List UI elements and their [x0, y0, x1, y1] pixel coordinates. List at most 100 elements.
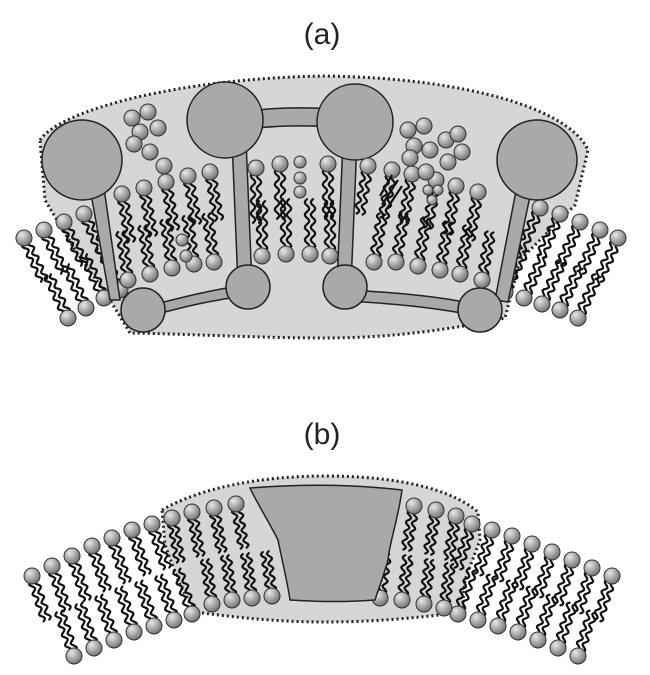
small-molecule	[149, 119, 167, 137]
panel-a-label: (a)	[303, 18, 341, 51]
panel-b-outer-lipids-right	[449, 515, 621, 665]
lipid-head	[35, 221, 53, 239]
lipid-tail	[581, 275, 602, 316]
lipid	[321, 200, 339, 265]
lipid-tail	[501, 581, 517, 624]
lipid-tail	[148, 528, 167, 571]
lipid-head	[531, 199, 549, 217]
lipid-tail	[154, 575, 173, 618]
lipid-tail	[407, 510, 419, 552]
lipid-head	[435, 599, 453, 617]
lipid-tail	[594, 240, 615, 281]
lipid-head	[609, 229, 627, 247]
lipid-tail	[279, 167, 287, 220]
lipid	[114, 585, 143, 641]
lipid	[35, 221, 69, 275]
lipid-tail	[323, 200, 331, 253]
lipid-head	[277, 245, 295, 263]
lipid	[354, 157, 377, 216]
lipid-tail	[397, 213, 410, 259]
lipid-head	[447, 507, 465, 525]
panel-a-knob-top-right	[316, 83, 394, 161]
lipid-head	[243, 589, 261, 607]
small-molecule	[123, 109, 141, 127]
lipid-tail	[249, 171, 257, 224]
lipid-head	[157, 173, 175, 191]
lipid	[453, 515, 481, 571]
lipid-tail	[113, 540, 132, 583]
lipid	[205, 499, 228, 554]
lipid-tail	[599, 580, 615, 623]
lipid-head	[125, 623, 143, 641]
panel-b-protein-plug	[248, 484, 403, 603]
lipid	[253, 200, 271, 265]
lipid-tail	[153, 526, 172, 569]
lipid-tail	[214, 511, 228, 553]
lipid	[277, 198, 295, 263]
lipid-tail	[435, 220, 448, 266]
lipid-head	[75, 205, 93, 223]
panel-a-knob-top-left	[186, 81, 264, 159]
lipid-head	[15, 229, 33, 247]
lipid-tail	[46, 232, 69, 273]
lipid-tail	[563, 267, 584, 308]
lipid	[473, 230, 496, 289]
lipid-tail	[475, 573, 491, 616]
lipid	[43, 273, 77, 327]
lipid-head	[319, 155, 337, 173]
lipid-head	[549, 639, 567, 657]
lipid-tail	[48, 570, 67, 613]
lipid-head	[603, 567, 621, 585]
lipid-tail	[579, 572, 595, 615]
lipid-head	[83, 537, 101, 555]
lipid	[442, 177, 465, 236]
lipid	[573, 559, 601, 615]
lipid-tail	[556, 224, 577, 265]
lipid	[271, 155, 289, 220]
lipid-head	[201, 163, 219, 181]
small-molecule	[139, 103, 157, 121]
lipid	[43, 557, 72, 613]
lipid	[61, 263, 95, 317]
lipid-head	[523, 535, 541, 553]
lipid-head	[359, 157, 377, 175]
lipid	[594, 229, 627, 283]
lipid-tail	[493, 538, 509, 581]
lipid-tail	[449, 520, 461, 562]
panel-a-knob-mid-right	[322, 264, 368, 310]
lipid-tail	[137, 225, 150, 271]
lipid-head	[183, 503, 201, 521]
lipid-tail	[139, 579, 158, 622]
lipid-head	[515, 289, 533, 307]
small-molecule	[449, 125, 467, 143]
lipid-head	[253, 247, 271, 265]
lipid-tail	[360, 170, 373, 216]
panel-a-knob-mid-left	[225, 264, 271, 310]
lipid-tail	[207, 212, 220, 258]
small-molecule	[125, 135, 143, 153]
lipid-tail	[166, 522, 180, 564]
lipid-head	[415, 595, 433, 613]
lipid-tail	[208, 512, 222, 554]
lipid-tail	[329, 200, 337, 253]
lipid-tail	[513, 546, 529, 589]
lipid-tail	[429, 514, 441, 556]
lipid	[301, 198, 319, 263]
lipid-tail	[245, 552, 258, 594]
lipid-head	[59, 309, 77, 327]
lipid	[103, 529, 132, 585]
small-molecule	[293, 155, 307, 169]
lipid	[115, 230, 137, 289]
lipid	[143, 515, 172, 571]
lipid-tail	[541, 595, 557, 638]
lipid-head	[365, 253, 383, 271]
lipid-head	[163, 509, 181, 527]
lipid	[201, 212, 223, 271]
lipid	[509, 585, 537, 641]
lipid-head	[483, 521, 501, 539]
small-molecule	[421, 141, 439, 159]
lipid-tail	[453, 526, 469, 569]
small-molecule	[426, 194, 438, 206]
lipid	[549, 601, 577, 657]
